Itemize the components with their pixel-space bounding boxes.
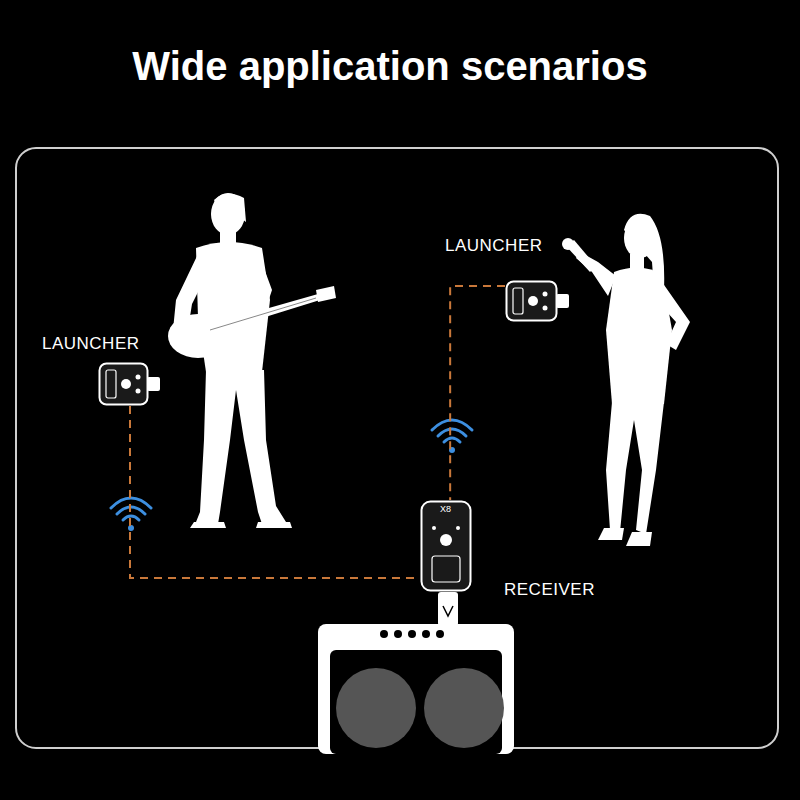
device-led <box>432 526 436 530</box>
device-label: LAUNCHER <box>42 334 140 354</box>
amplifier <box>318 624 514 754</box>
model-label: X8 <box>440 504 451 514</box>
device-led <box>136 375 141 380</box>
singer-silhouette <box>562 214 690 546</box>
plug-mark <box>443 606 453 616</box>
guitar-strings <box>210 298 316 330</box>
device-body <box>100 364 148 405</box>
diagram-title: Wide application scenarios <box>0 44 780 89</box>
device-button <box>528 296 538 306</box>
device-led <box>456 526 460 530</box>
device-led <box>543 306 548 311</box>
device-label: RECEIVER <box>504 580 595 600</box>
device-led <box>543 292 548 297</box>
launcher-device <box>505 280 571 322</box>
device-screen <box>513 288 523 314</box>
wireless-link <box>450 286 505 500</box>
device-button <box>440 534 452 546</box>
device-label: LAUNCHER <box>445 236 543 256</box>
device-body <box>422 502 471 591</box>
device-button <box>121 379 131 389</box>
wireless-symbol <box>111 498 151 531</box>
wireless-link <box>130 406 420 578</box>
device-screen <box>432 556 460 582</box>
receiver-plug <box>438 592 458 626</box>
launcher-node: LAUNCHER <box>505 280 571 322</box>
device-body <box>507 282 557 321</box>
guitarist-silhouette <box>168 193 336 528</box>
launcher-node: LAUNCHER <box>98 362 162 406</box>
device-led <box>136 389 141 394</box>
launcher-device <box>98 362 162 406</box>
wireless-symbol <box>432 420 472 453</box>
device-plug <box>147 377 160 391</box>
device-plug <box>556 294 569 308</box>
device-screen <box>106 370 116 398</box>
